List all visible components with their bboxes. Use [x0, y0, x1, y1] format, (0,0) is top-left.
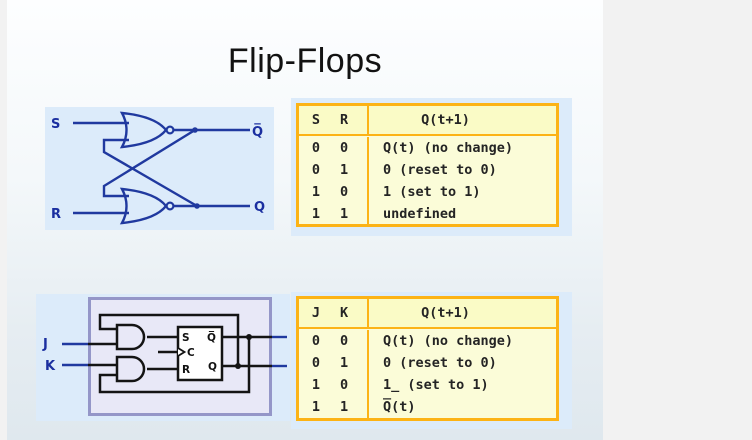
junction-dot-q — [235, 363, 241, 369]
table-row: 0 0 Q(t) (no change) — [299, 330, 556, 352]
jk-header-j: J — [311, 305, 321, 321]
block-s-label: S — [182, 332, 190, 344]
sr-r4-r: 1 — [340, 206, 349, 222]
inverter-bubble-top — [165, 125, 175, 135]
sr-latch-panel: S R Q̅ Q — [45, 107, 274, 230]
sr-flipflop-block — [176, 325, 224, 382]
jk-flipflop-panel: J K S Q̅ C R Q — [36, 294, 290, 421]
table-row: 1 0 1̲ (set to 1) — [299, 374, 556, 396]
block-qbar-label: Q̅ — [207, 331, 216, 344]
table-row: 0 0 Q(t) (no change) — [299, 137, 556, 159]
q-feedback-wire — [98, 313, 240, 366]
feedback-wire-top-to-bottom — [102, 128, 196, 198]
table-row: 1 1 undefined — [299, 203, 556, 225]
junction-dot-bottom — [194, 203, 200, 209]
sr-r4-s: 1 — [311, 206, 321, 222]
jk-flipflop-diagram: J K S Q̅ C R Q — [42, 297, 287, 416]
sr-r2-q: 0 (reset to 0) — [367, 159, 556, 181]
sr-truth-table: S R Q(t+1) 0 0 Q(t) (no change) 0 1 0 (r… — [296, 103, 559, 227]
sr-r3-s: 1 — [311, 184, 321, 200]
jk-r4-k: 1 — [340, 399, 349, 415]
block-r-label: R — [182, 364, 190, 376]
sr-r2-r: 1 — [340, 162, 349, 178]
sr-r1-r: 0 — [340, 140, 349, 156]
jk-r1-q: Q(t) (no change) — [367, 330, 556, 352]
sr-r4-q: undefined — [367, 203, 556, 225]
and-gate-bottom — [115, 355, 146, 383]
sr-header-s: S — [311, 112, 321, 128]
q-output-label: Q — [254, 200, 265, 215]
sr-header-q: Q(t+1) — [367, 106, 556, 134]
table-row: 0 1 0 (reset to 0) — [299, 352, 556, 374]
jk-r2-q: 0 (reset to 0) — [367, 352, 556, 374]
sr-latch-diagram: S R Q̅ Q — [51, 111, 265, 225]
page-title: Flip-Flops — [227, 42, 383, 80]
jk-r4-q: Q̅(t) — [367, 396, 556, 418]
junction-dot-top — [192, 127, 198, 133]
sr-r3-r: 0 — [340, 184, 349, 200]
jk-header-k: K — [340, 305, 349, 321]
r-input-label: R — [51, 207, 61, 222]
sr-table-header: S R Q(t+1) — [299, 106, 556, 136]
jk-truth-table: J K Q(t+1) 0 0 Q(t) (no change) 0 1 0 (r… — [296, 296, 559, 421]
table-row: 1 1 Q̅(t) — [299, 396, 556, 418]
inverter-bubble-bottom — [165, 201, 175, 211]
sr-r2-s: 0 — [311, 162, 321, 178]
slide: Flip-Flops S — [7, 0, 603, 440]
jk-r1-k: 0 — [340, 333, 349, 349]
block-c-label: C — [187, 347, 195, 359]
jk-r2-j: 0 — [311, 355, 321, 371]
jk-r3-q: 1̲ (set to 1) — [367, 374, 556, 396]
jk-header-q: Q(t+1) — [367, 299, 556, 327]
s-input-label: S — [51, 117, 60, 132]
table-row: 0 1 0 (reset to 0) — [299, 159, 556, 181]
jk-r1-j: 0 — [311, 333, 321, 349]
nor-gate-top — [119, 111, 168, 149]
table-row: 1 0 1 (set to 1) — [299, 181, 556, 203]
junction-dot-qbar — [246, 334, 252, 340]
nor-gate-bottom — [120, 187, 168, 225]
jk-table-header: J K Q(t+1) — [299, 299, 556, 329]
sr-header-r: R — [340, 112, 349, 128]
block-q-label: Q — [208, 361, 217, 373]
sr-r3-q: 1 (set to 1) — [367, 181, 556, 203]
jk-r3-j: 1 — [311, 377, 321, 393]
sr-r1-q: Q(t) (no change) — [367, 137, 556, 159]
q-bar-output-label: Q̅ — [252, 125, 263, 140]
jk-r4-j: 1 — [311, 399, 321, 415]
and-gate-top — [115, 323, 146, 351]
feedback-wire-bottom-to-top — [102, 138, 198, 208]
sr-r1-s: 0 — [311, 140, 321, 156]
jk-r2-k: 1 — [340, 355, 349, 371]
k-input-label: K — [45, 359, 56, 374]
sr-table-body: 0 0 Q(t) (no change) 0 1 0 (reset to 0) … — [299, 136, 556, 225]
jk-r3-k: 0 — [340, 377, 349, 393]
clock-triangle-icon — [177, 347, 187, 357]
jk-table-body: 0 0 Q(t) (no change) 0 1 0 (reset to 0) … — [299, 329, 556, 418]
q-bar-feedback-wire — [98, 337, 251, 394]
j-input-label: J — [42, 337, 48, 352]
